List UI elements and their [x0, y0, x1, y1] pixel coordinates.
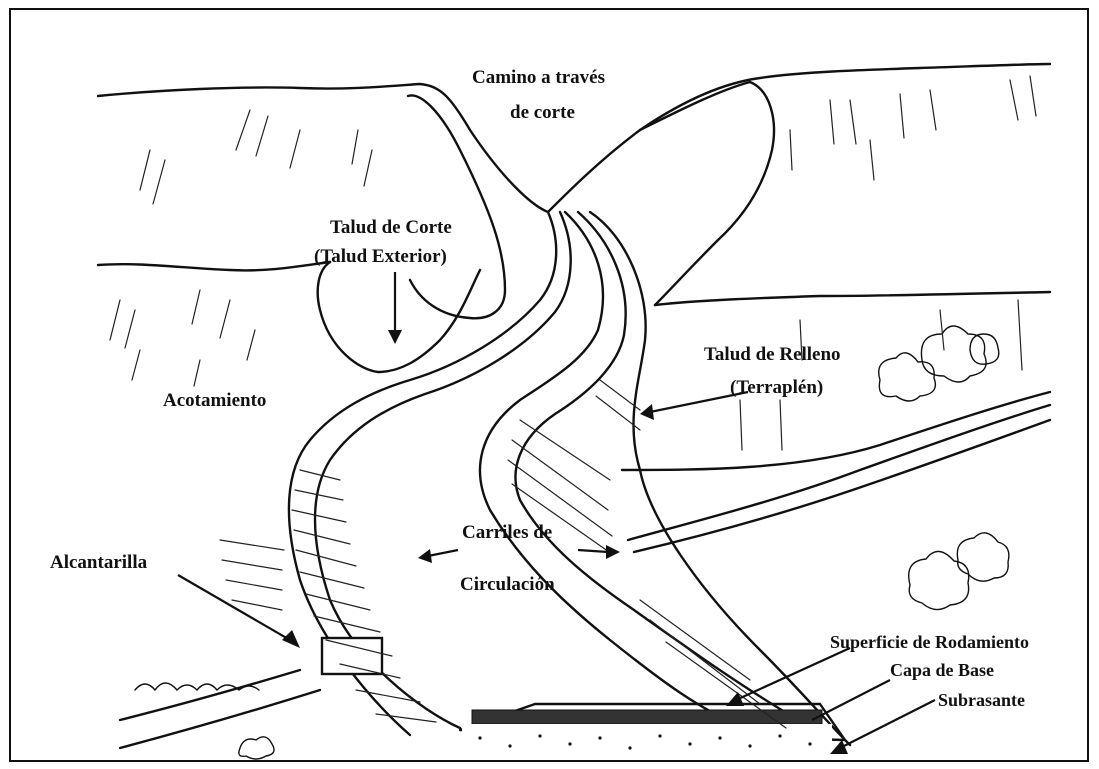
- label-alcantarilla: Alcantarilla: [50, 552, 148, 573]
- label-talud-relleno-line2: (Terraplén): [730, 377, 823, 398]
- arrow-carriles-right: [578, 545, 620, 559]
- label-capa-base: Capa de Base: [890, 660, 994, 680]
- cut-slope-mound: [318, 262, 480, 372]
- label-superficie: Superficie de Rodamiento: [830, 632, 1029, 652]
- road-right-edge: [515, 212, 830, 738]
- right-valley-line-3: [634, 420, 1050, 552]
- arrow-alcantarilla: [178, 575, 300, 648]
- culvert-box: [322, 638, 382, 674]
- label-camino-line1: Camino a través: [472, 67, 605, 88]
- arrow-carriles-left: [418, 549, 458, 563]
- label-talud-corte-line2: (Talud Exterior): [314, 246, 447, 267]
- right-valley-line-2: [628, 405, 1050, 540]
- subgrade-band: [462, 724, 832, 754]
- tree-cluster-lower: [909, 533, 1009, 610]
- left-mountain-fold: [408, 95, 505, 318]
- label-acotamiento: Acotamiento: [163, 390, 266, 411]
- right-mountain-ridge: [655, 292, 1050, 305]
- label-talud-corte-line1: Talud de Corte: [330, 217, 452, 238]
- far-ridge-right: [548, 64, 1050, 212]
- arrow-superficie: [726, 648, 850, 706]
- label-carriles-line1: Carriles de: [462, 522, 552, 543]
- arrow-talud-corte: [388, 272, 402, 344]
- label-camino-line2: de corte: [510, 102, 575, 123]
- small-shrub: [239, 737, 274, 759]
- tree-cluster-upper: [879, 326, 999, 401]
- label-carriles-line2: Circulación: [460, 574, 555, 595]
- fill-slope-hatching: [508, 380, 786, 728]
- right-mountain-fold: [640, 82, 774, 305]
- arrow-capa-base: [812, 680, 890, 720]
- label-subrasante: Subrasante: [938, 690, 1025, 710]
- culvert-stream: [120, 670, 320, 748]
- arrow-subrasante: [830, 700, 935, 754]
- mid-ridge-left: [98, 262, 330, 270]
- base-course-band: [472, 710, 822, 724]
- label-talud-relleno-line1: Talud de Relleno: [704, 344, 841, 365]
